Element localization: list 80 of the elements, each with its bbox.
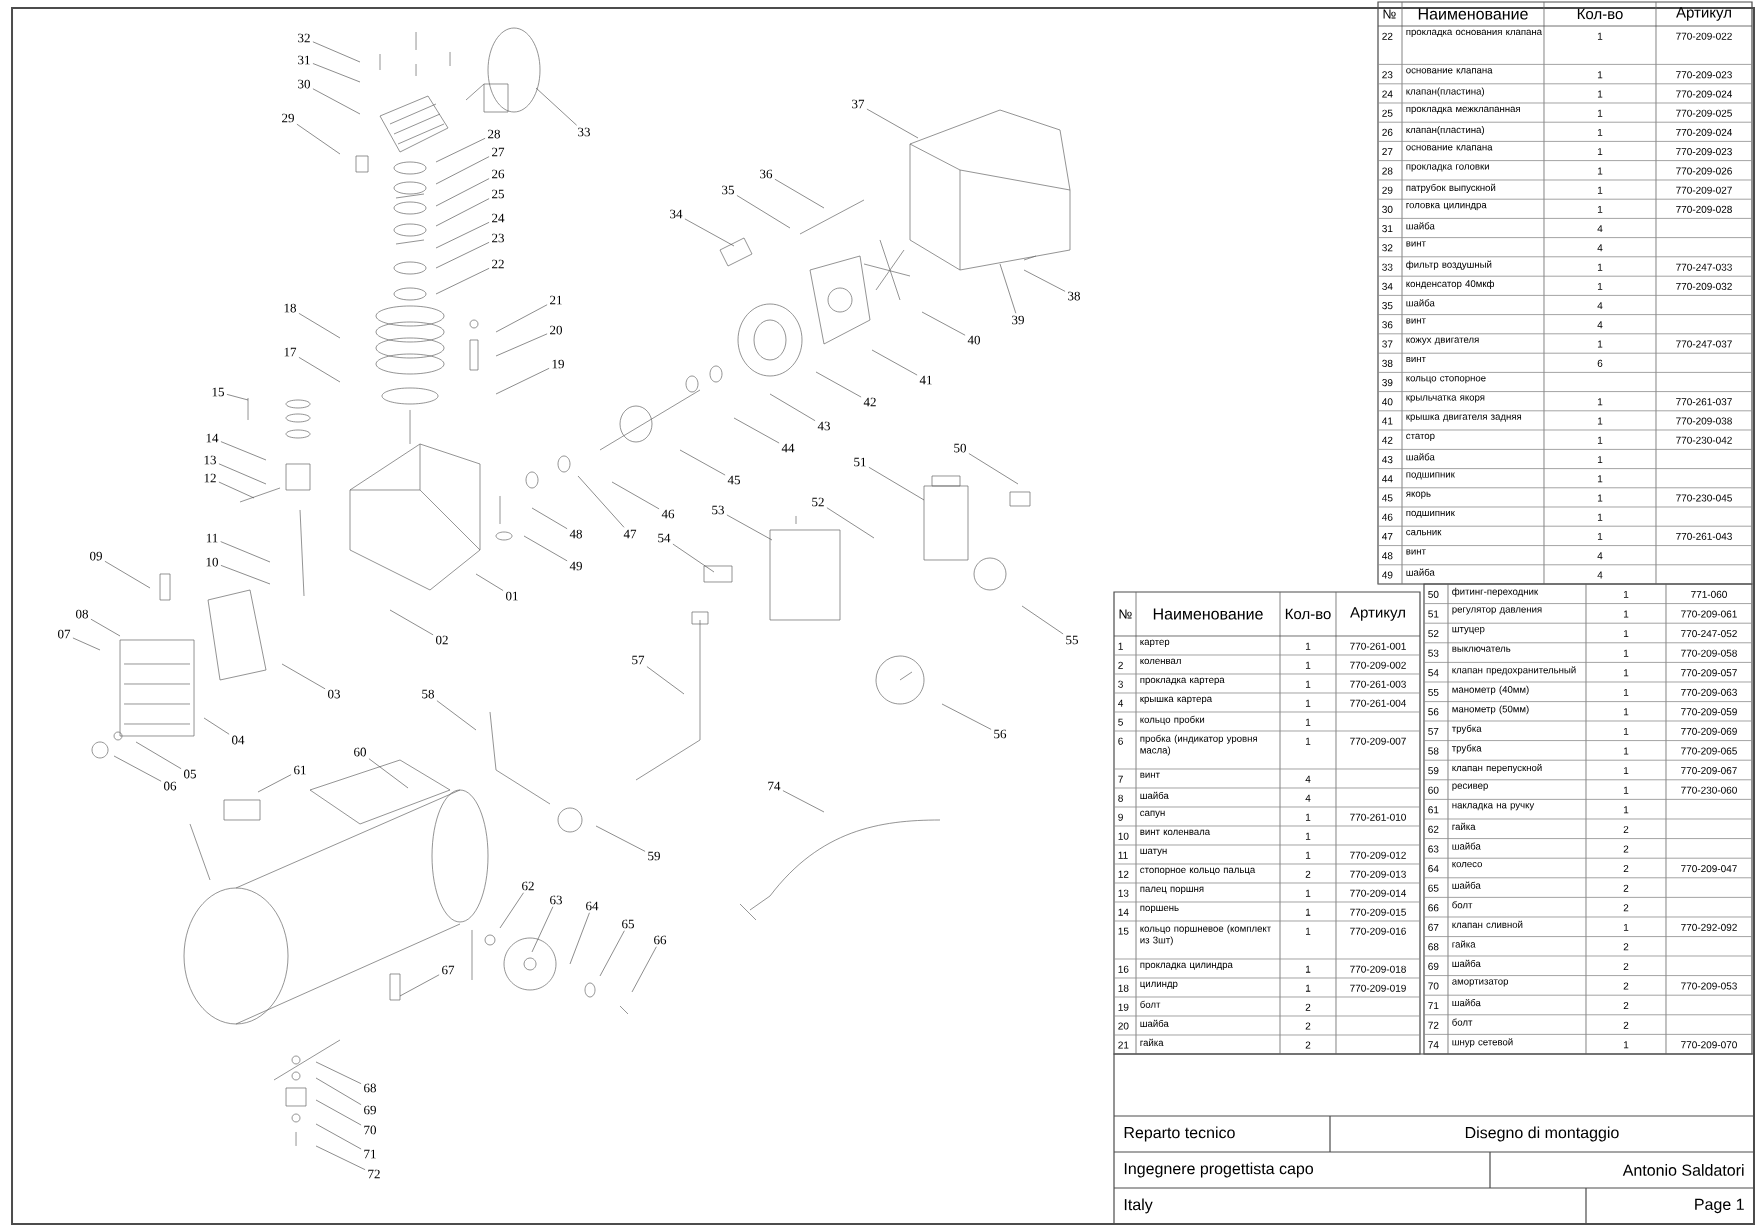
leader-line [315,1061,362,1084]
leader-line [999,263,1017,314]
leader-line [733,417,780,444]
leader-line [296,123,341,155]
leader-line [631,946,657,993]
engineer-name: Antonio Saldatori [1622,1164,1744,1176]
leader-line [1021,605,1064,635]
leader-line [531,507,568,530]
leader-line [257,774,292,793]
leader-line [435,138,486,163]
leader-line [968,453,1019,485]
leader-line [868,466,925,501]
leader-line [203,717,230,735]
leader-line [220,565,271,585]
leader-line [646,666,685,695]
leader-line [672,543,715,573]
leader-line [399,974,440,997]
leader-line [281,663,326,690]
leader-line [475,573,504,591]
leader-line [815,371,862,398]
leader-line [774,178,825,209]
job-title: Ingegnere progettista capo [1124,1162,1314,1178]
name-header: Наименование [1153,608,1263,620]
leader-line [113,755,162,782]
leader-line [866,108,919,139]
drawing-type: Disegno di montaggio [1465,1126,1619,1142]
leader-line [599,930,625,977]
leader-line [312,41,361,63]
leader-line [611,481,660,510]
leader-line [736,195,791,229]
leader-line [684,218,735,247]
leader-line [499,892,524,929]
leader-line [595,825,646,852]
leader-line [871,349,918,376]
leader-line [298,313,341,339]
leader-line [435,156,490,185]
name-header: Наименование [1418,8,1528,20]
leader-line [435,268,490,295]
leader-line [726,514,773,541]
leader-line [298,357,341,383]
leader-line [495,304,548,333]
leader-line [1023,269,1066,292]
leader-line [218,463,267,485]
leader-line [921,311,966,336]
leader-line [435,242,490,269]
leader-line [941,703,992,730]
leader-line [220,441,267,461]
leader-line [72,637,101,651]
leader-line [495,368,550,395]
leader-line [679,449,726,476]
leader-line [218,481,255,499]
leader-line [769,393,816,422]
leader-line [315,1145,366,1170]
leader-line [315,1099,362,1126]
leader-line [315,1077,362,1105]
leader-line [569,912,590,965]
leader-line [315,1123,362,1150]
leader-line [531,906,554,953]
leader-line [535,87,577,126]
leader-line [436,700,477,731]
leader-line [435,198,490,227]
leader-line [435,178,490,207]
leader-line [90,618,121,637]
country-name: Italy [1124,1198,1153,1214]
leader-line [435,222,490,249]
leader-line [495,333,548,357]
page-number: Page 1 [1695,1198,1744,1214]
leader-line [826,507,875,539]
leader-line [368,758,409,789]
leader-line [389,609,434,636]
leader-line [104,560,151,589]
leader-line [312,63,361,83]
leader-line [577,475,625,528]
leader-line [220,541,271,563]
leader-line [782,790,825,813]
leader-line [135,741,182,769]
leader-line [226,394,249,401]
leader-line [312,88,361,115]
leader-line [523,535,568,562]
department-name: Reparto tecnico [1124,1126,1235,1142]
